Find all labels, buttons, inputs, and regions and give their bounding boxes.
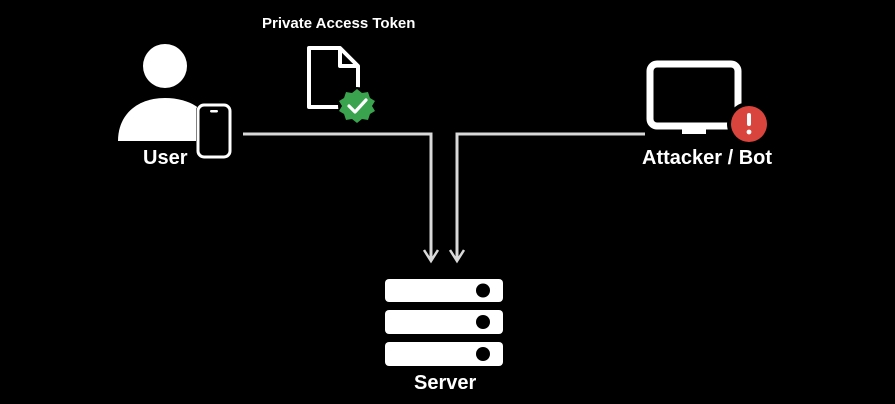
alert-badge-icon bbox=[727, 102, 771, 146]
token-label: Private Access Token bbox=[262, 15, 416, 32]
attacker-to-server-connector bbox=[455, 132, 645, 260]
person-icon bbox=[118, 44, 210, 141]
attacker-label: Attacker / Bot bbox=[642, 147, 773, 169]
verified-badge-icon bbox=[338, 87, 376, 125]
attacker-to-server-arrowhead bbox=[448, 249, 466, 264]
user-to-server-connector bbox=[243, 132, 433, 260]
server-label: Server bbox=[414, 372, 477, 394]
document-icon bbox=[307, 46, 360, 109]
monitor-icon bbox=[646, 60, 742, 134]
server-stack-icon bbox=[385, 279, 503, 366]
phone-icon bbox=[196, 103, 232, 159]
user-to-server-arrowhead bbox=[422, 249, 440, 264]
user-label: User bbox=[143, 147, 188, 169]
